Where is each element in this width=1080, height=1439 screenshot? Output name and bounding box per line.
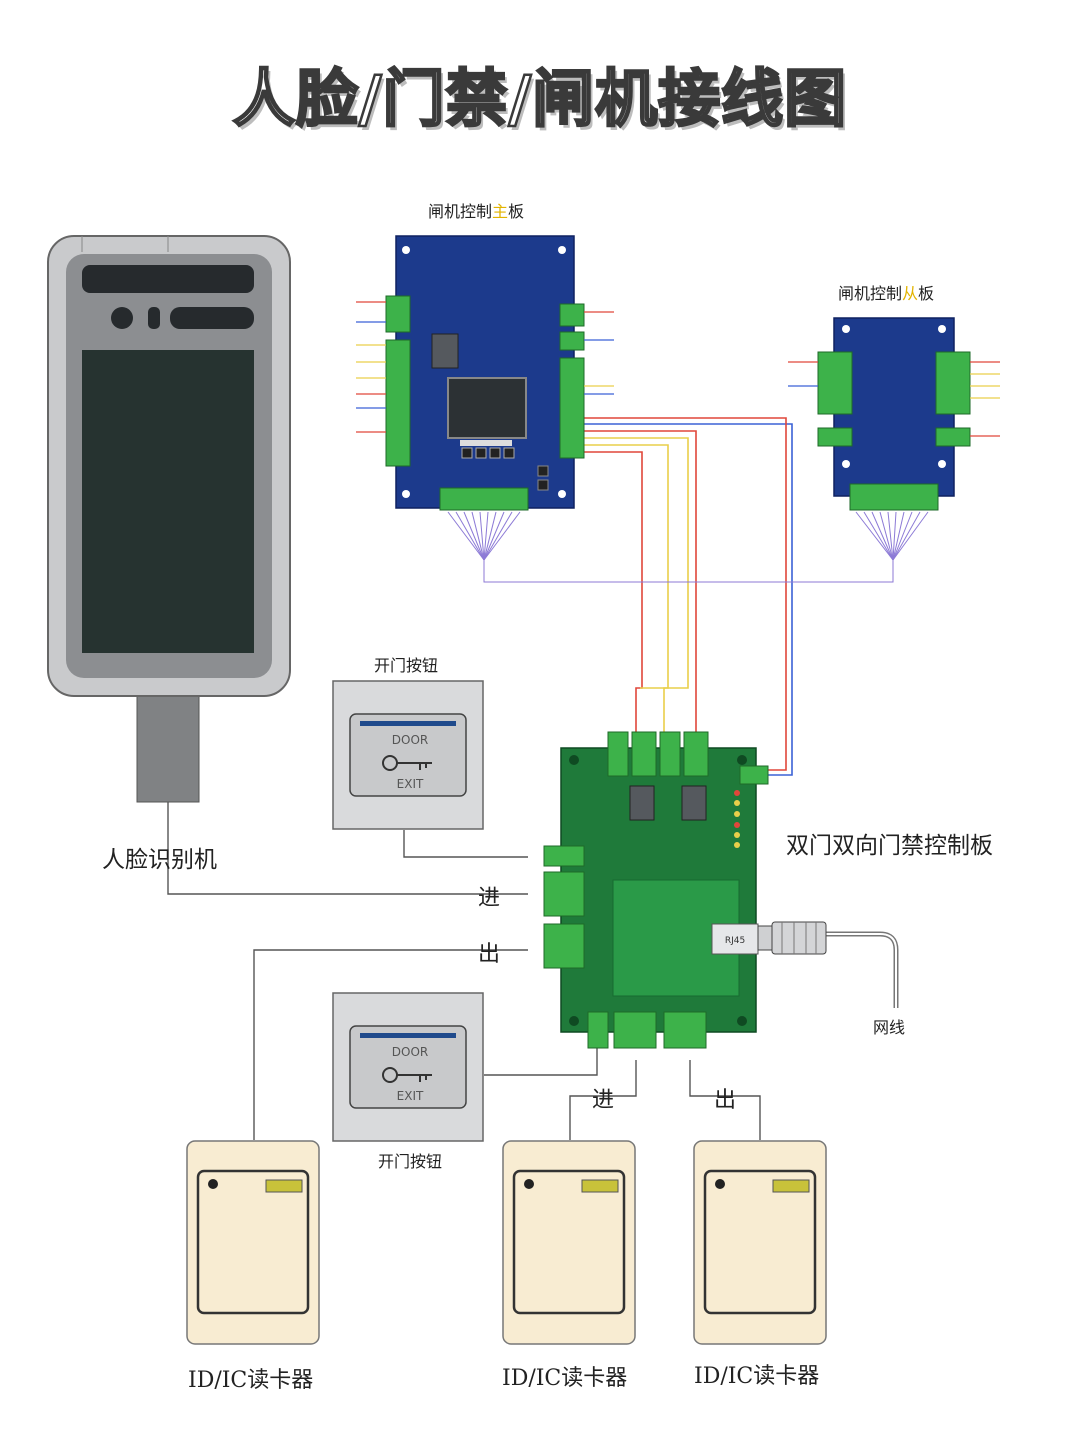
reader-3-label: ID/IC读卡器 (694, 1364, 820, 1389)
wire-main-to-controller-yellow-2 (584, 437, 689, 735)
wire-reader-3 (689, 1060, 761, 1140)
exit-button-top-label: 开门按钮 (374, 656, 439, 675)
card-reader-1 (186, 1140, 320, 1345)
key-icon (382, 1067, 432, 1083)
exit-button-top-exit-text: EXIT (397, 777, 424, 791)
wire-main-to-controller-blue (584, 423, 793, 776)
wire-main-to-controller-yellow-1 (584, 444, 669, 689)
wire-main-to-controller-red-1 (584, 451, 643, 735)
main-board-label-prefix: 闸机控制 (428, 202, 493, 221)
wire-main-to-controller-red-3 (584, 417, 787, 771)
gate-main-board (356, 235, 614, 511)
face-terminal-screen (82, 350, 254, 653)
main-board-label-accent: 主 (492, 202, 509, 221)
wire-reader-2 (569, 1060, 637, 1140)
access-controller-label: 双门双向门禁控制板 (786, 833, 993, 859)
face-terminal (47, 235, 291, 803)
exit-button-top: DOOR EXIT (332, 680, 484, 830)
in-label-1: 进 (478, 886, 501, 911)
sub-board-label-prefix: 闸机控制 (838, 284, 903, 303)
rj45-plug-icon (757, 921, 827, 955)
network-cable-label: 网线 (873, 1018, 906, 1037)
reader-1-label: ID/IC读卡器 (188, 1368, 314, 1393)
sub-board-label-suffix: 板 (918, 284, 935, 303)
out-label-1: 出 (478, 942, 501, 967)
access-controller-board: RJ45 (543, 731, 827, 1049)
exit-button-bottom-label: 开门按钮 (378, 1152, 443, 1171)
main-board-label-suffix: 板 (508, 202, 525, 221)
in-label-2: 进 (592, 1088, 615, 1113)
wire-face-terminal (167, 800, 528, 895)
exit-button-top-door-text: DOOR (392, 733, 428, 747)
wire-reader-1 (253, 949, 528, 1140)
wire-network-cable (826, 931, 899, 1008)
key-icon (382, 755, 432, 771)
card-reader-2 (502, 1140, 636, 1345)
diagram-title: 人脸/门禁/闸机接线图 (232, 61, 848, 137)
exit-button-bottom-exit-text: EXIT (397, 1089, 424, 1103)
face-terminal-label: 人脸识别机 (102, 847, 217, 873)
rj45-label: RJ45 (725, 936, 745, 946)
sub-board-label-accent: 从 (902, 284, 919, 303)
exit-button-bottom: DOOR EXIT (332, 992, 484, 1142)
wire-exit-button-top (403, 830, 528, 858)
wires (167, 417, 929, 1140)
sub-board-label: 闸机控制从板 (838, 280, 934, 304)
rj45-port (711, 923, 759, 955)
main-board-label: 闸机控制主板 (428, 198, 524, 222)
main-board-display (447, 377, 527, 439)
exit-button-bottom-door-text: DOOR (392, 1045, 428, 1059)
camera-lens-icon (111, 307, 133, 329)
card-reader-3 (693, 1140, 827, 1345)
out-label-2: 出 (714, 1088, 737, 1113)
wire-main-to-controller-red-2 (584, 430, 697, 735)
wire-exit-button-bottom (484, 1048, 598, 1076)
gate-sub-board (788, 317, 1000, 511)
reader-2-label: ID/IC读卡器 (502, 1366, 628, 1391)
